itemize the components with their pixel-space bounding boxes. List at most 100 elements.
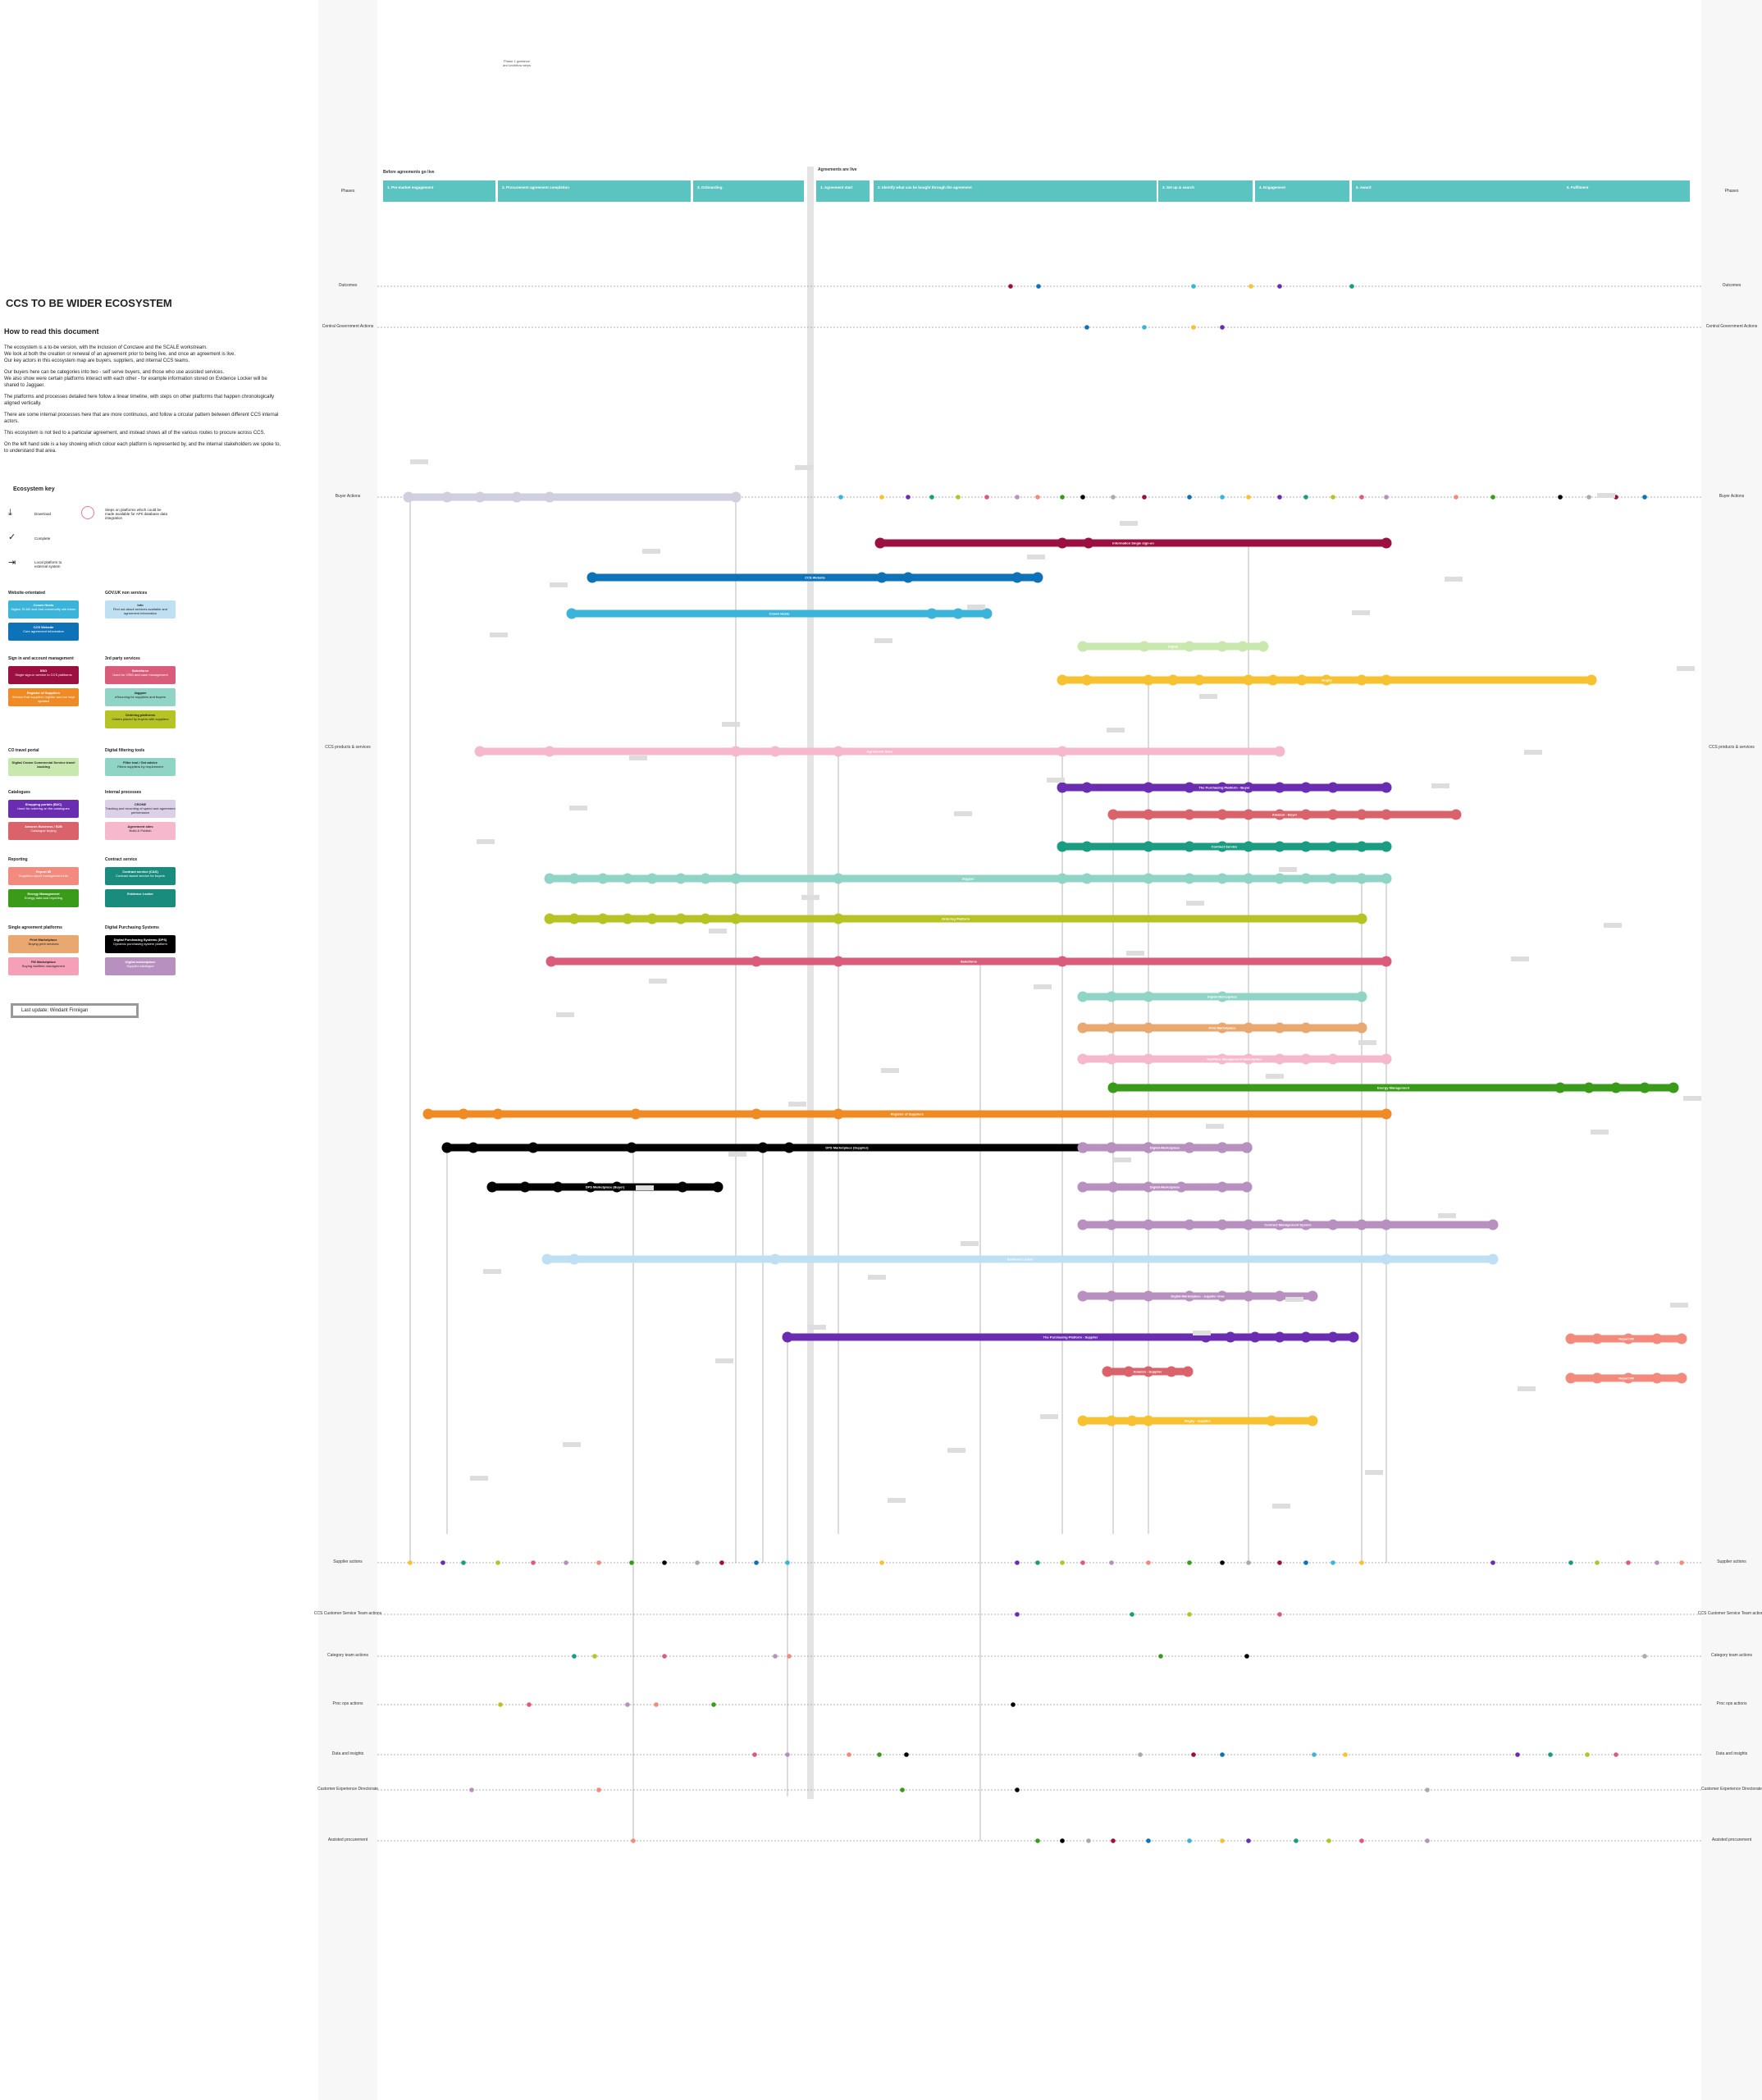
legend-group-heading: Sign in and account management [8, 656, 74, 661]
action-marker [1626, 1560, 1631, 1565]
legend-item-label: Report MI [35, 870, 52, 874]
platform-stop [1194, 674, 1205, 686]
phase-block [1352, 180, 1565, 202]
platform-stop [1217, 841, 1228, 852]
annotation-note [563, 1442, 581, 1447]
platform-stop [566, 608, 577, 619]
platform-stop [1565, 1372, 1577, 1384]
platform-stop [952, 608, 964, 619]
action-marker [904, 1752, 909, 1757]
platform-stop [1381, 841, 1392, 852]
annotation-note [709, 929, 727, 934]
action-marker [1015, 1612, 1020, 1617]
action-marker [1191, 284, 1196, 289]
action-marker [1111, 495, 1116, 500]
platform-stop [1217, 991, 1228, 1002]
check-icon: ✓ [8, 532, 16, 542]
action-marker [1384, 495, 1389, 500]
action-marker [1548, 1752, 1553, 1757]
platform-stop [1639, 1082, 1650, 1093]
platform-stop [1077, 1415, 1089, 1427]
platform-stop [1586, 674, 1597, 686]
platform-stop [1300, 1053, 1312, 1065]
lane-label-right: CCS products & services [1709, 745, 1755, 750]
platform-stop [1077, 1181, 1089, 1193]
platform-stop [876, 572, 888, 583]
action-marker [1220, 1752, 1225, 1757]
annotation-note [1604, 923, 1622, 928]
action-marker [1303, 1560, 1308, 1565]
annotation-note [629, 756, 647, 760]
action-marker [629, 1560, 634, 1565]
platform-stop [1243, 674, 1254, 686]
annotation-note [881, 1068, 899, 1073]
platform-stop [1057, 674, 1068, 686]
legend-group-heading: Contract service [105, 857, 138, 862]
annotation-note [874, 638, 892, 643]
legend-item-label: Evidence Locker [127, 892, 153, 896]
annotation-note [801, 895, 819, 900]
platform-line-label: Amazon - Buyer [1272, 813, 1298, 817]
platform-stop [1327, 809, 1339, 820]
lane-label-right: Phases [1725, 189, 1739, 194]
legend-item-description: Used for CRM and case management [112, 673, 168, 677]
annotation-note [1186, 901, 1204, 906]
platform-stop [1184, 782, 1195, 793]
platform-stop [1307, 1290, 1318, 1302]
platform-stop [1057, 746, 1068, 757]
platform-stop [1274, 782, 1285, 793]
annotation-note [1113, 1157, 1131, 1162]
platform-stop [611, 1181, 623, 1193]
platform-stop [1243, 1219, 1254, 1230]
legend-item-label: SSO [39, 669, 48, 673]
phase-group-label-before: Before agreements go live [383, 170, 435, 175]
platform-stop [833, 913, 844, 924]
lane-label-left: Category team actions [327, 1653, 369, 1658]
legend-group-heading: Catalogues [8, 790, 30, 795]
platform-stop [552, 1181, 564, 1193]
annotation-note [967, 605, 985, 609]
platform-stop [1184, 641, 1195, 652]
key-label-complete: Complete [34, 536, 51, 541]
legend-item-description: Buying facilities management [21, 964, 66, 968]
annotation-note [550, 582, 568, 587]
platform-stop [712, 1181, 724, 1193]
action-marker [631, 1838, 636, 1843]
platform-stop [1450, 809, 1462, 820]
annotation-note [808, 1325, 826, 1330]
action-marker [1060, 495, 1065, 500]
annotation-note [1591, 1130, 1609, 1134]
platform-stop [1243, 841, 1254, 852]
platform-stop [833, 873, 844, 884]
annotation-note [1358, 1040, 1376, 1045]
legend-item-label: Info [137, 603, 144, 607]
platform-stop [1107, 1082, 1119, 1093]
intro-paragraph: This ecosystem is not tied to a particul… [4, 431, 266, 436]
platform-stop [1565, 1333, 1577, 1344]
phase-block-title: 3. Set up & search [1162, 185, 1194, 189]
action-marker [1015, 1560, 1020, 1565]
action-marker [596, 1787, 601, 1792]
legend-item-description: Digital, ELM2 and Unit commodity site fr… [11, 607, 76, 611]
platform-stop [622, 873, 633, 884]
platform-stop [1143, 1142, 1154, 1153]
action-marker [1084, 325, 1089, 330]
legend-item-description: Find out about services available and ag… [112, 607, 168, 615]
action-marker [461, 1560, 466, 1565]
platform-stop [1274, 1022, 1285, 1034]
platform-stop [1107, 809, 1119, 820]
platform-line-label: Digital Marketplace [1150, 1185, 1180, 1189]
platform-stop [1184, 1142, 1195, 1153]
right-lane-gutter [1701, 0, 1762, 2100]
action-marker [662, 1560, 667, 1565]
platform-stop [1610, 1082, 1622, 1093]
lane-label-left: Assisted procurement [328, 1838, 368, 1842]
platform-stop [675, 913, 687, 924]
platform-stop [769, 746, 781, 757]
legend-item-description: Service that suppliers register and are … [11, 695, 75, 703]
lane-label-right: Central Government Actions [1706, 324, 1758, 329]
platform-line-label: Crown Hosts [769, 612, 790, 616]
action-marker [711, 1702, 716, 1707]
annotation-note [1206, 1124, 1224, 1129]
